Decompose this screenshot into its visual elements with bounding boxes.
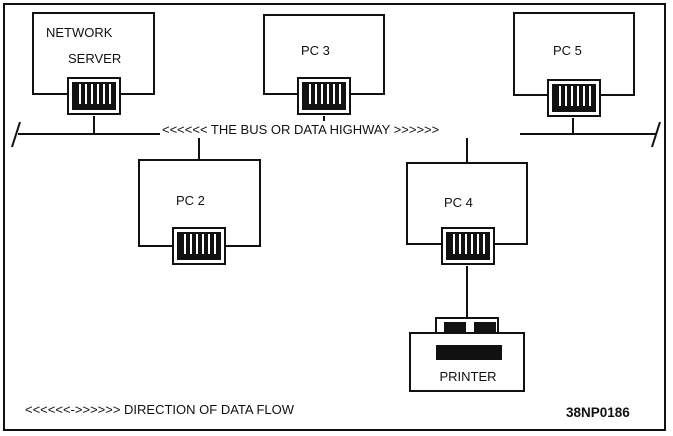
pc3-node (263, 14, 385, 134)
pc4-node (406, 134, 528, 318)
bus-label: <<<<<< THE BUS OR DATA HIGHWAY >>>>>> (162, 122, 439, 137)
bus-label-bg (160, 121, 520, 138)
pc3-label: PC 3 (301, 43, 330, 58)
printer-icon (436, 322, 502, 360)
connector-icon (547, 79, 601, 117)
connector-icon (172, 227, 226, 265)
data-flow-legend: <<<<<<->>>>>> DIRECTION OF DATA FLOW (25, 402, 295, 417)
pc5-label: PC 5 (553, 43, 582, 58)
bus-terminator-right (651, 121, 661, 148)
printer-label: PRINTER (439, 369, 496, 384)
connector-icon (297, 77, 351, 115)
figure-id: 38NP0186 (566, 405, 630, 420)
connector-icon (441, 227, 495, 265)
pc4-label: PC 4 (444, 195, 473, 210)
network-server-label-line2: SERVER (68, 51, 121, 66)
network-server-label-line1: NETWORK (46, 25, 113, 40)
pc2-label: PC 2 (176, 193, 205, 208)
connector-icon (67, 77, 121, 115)
connectors (67, 77, 601, 265)
bus-terminator-left (11, 121, 21, 148)
